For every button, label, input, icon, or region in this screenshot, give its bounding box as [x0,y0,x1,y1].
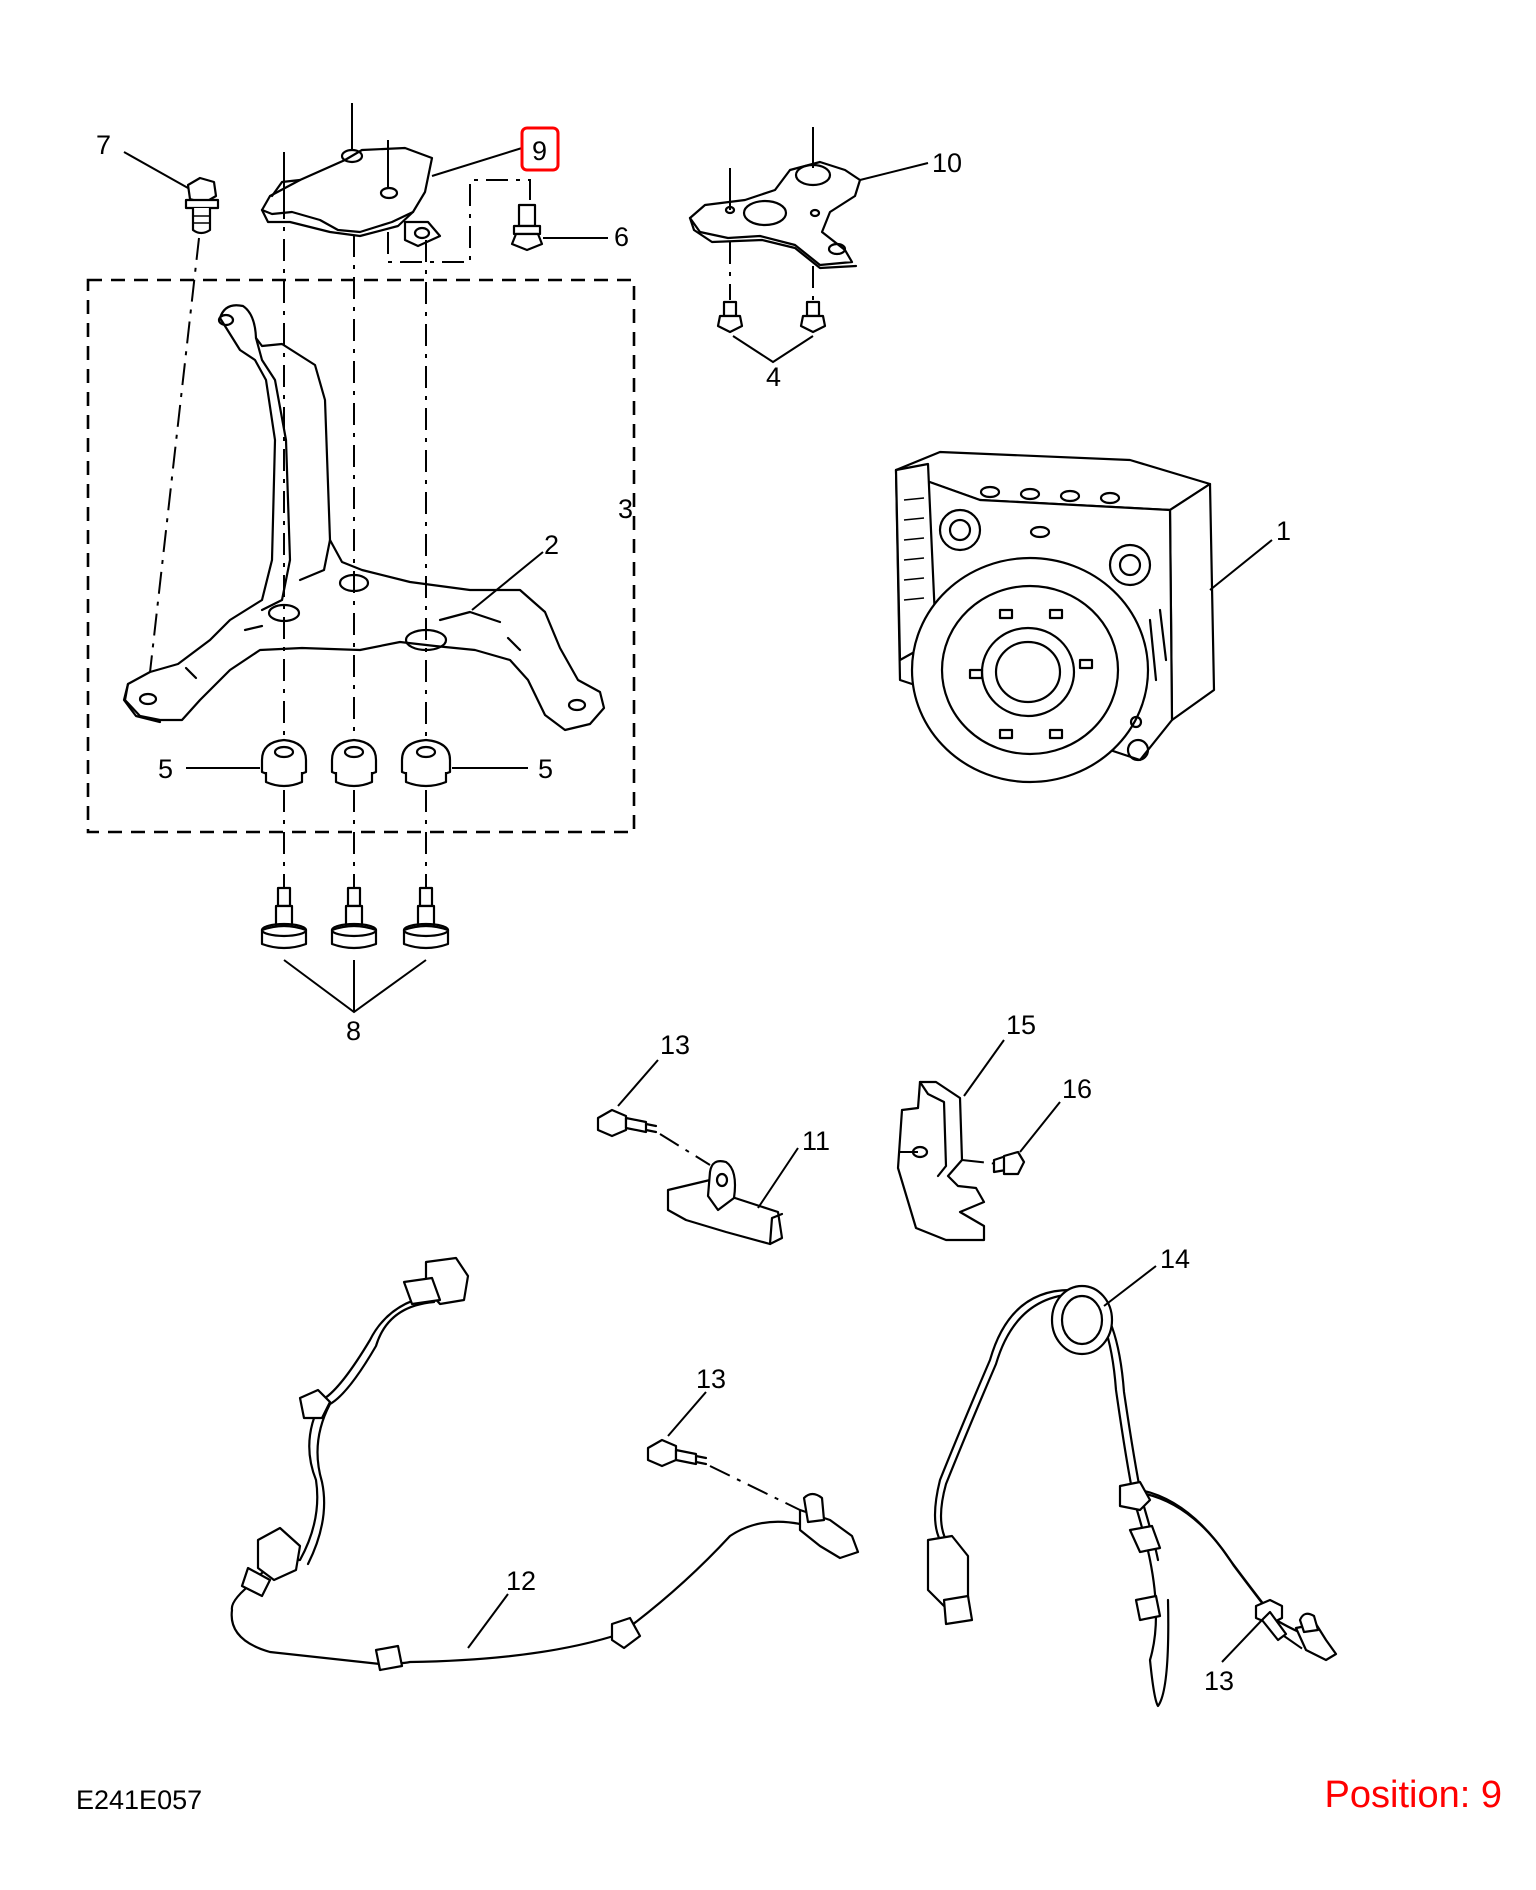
part-6-bolt[interactable] [510,203,544,252]
callout-15[interactable]: 15 [1006,1010,1036,1040]
part-1-abs-module[interactable] [894,450,1216,784]
axis-line-16 [961,1159,999,1165]
callout-12[interactable]: 12 [506,1566,536,1596]
part-2-mounting-bracket[interactable] [122,304,606,732]
part-15-sensor-bracket[interactable] [896,1080,986,1242]
callout-5-right[interactable]: 5 [538,754,553,784]
leader-13-lower [1221,1619,1263,1663]
diagram-reference-code: E241E057 [76,1785,203,1815]
callout-13-middle[interactable]: 13 [696,1364,726,1394]
callout-4[interactable]: 4 [766,362,781,392]
callout-1[interactable]: 1 [1276,516,1291,546]
part-5-grommet-middle[interactable] [330,738,378,788]
leader-11 [757,1147,799,1209]
leader-1 [1209,539,1273,591]
part-8-stud-left[interactable] [260,886,308,950]
part-13-bolt-upper[interactable] [596,1108,658,1138]
part-11-speed-sensor[interactable] [666,1160,784,1246]
callout-5-left[interactable]: 5 [158,754,173,784]
callout-9-highlight [520,126,560,172]
callout-7[interactable]: 7 [96,130,111,160]
axis-line-6 [387,179,531,263]
callout-10[interactable]: 10 [932,148,962,178]
part-4-stud-right[interactable] [799,300,827,334]
callout-3[interactable]: 3 [618,494,633,524]
part-13-bolt-middle[interactable] [646,1438,708,1468]
part-12-sensor-harness[interactable] [230,1256,860,1672]
callout-16[interactable]: 16 [1062,1074,1092,1104]
callout-9[interactable]: 9 [532,136,547,166]
leader-14 [1103,1265,1157,1307]
callout-8[interactable]: 8 [346,1016,361,1046]
axis-line-13-lower [1283,1635,1305,1651]
leader-12 [467,1593,509,1649]
leader-9 [431,147,523,177]
leader-7 [123,151,189,189]
leader-13-upper [617,1059,659,1107]
callout-13-upper[interactable]: 13 [660,1030,690,1060]
leader-16 [1019,1101,1061,1153]
leader-13-middle [667,1391,707,1437]
axis-line-13-upper [659,1133,711,1166]
leader-4 [732,335,814,364]
leader-10 [859,162,929,181]
part-9-bracket[interactable] [260,146,442,248]
assembly-box-3 [86,278,636,834]
part-13-bolt-lower[interactable] [1254,1598,1288,1642]
callout-2[interactable]: 2 [544,530,559,560]
leader-15 [963,1039,1005,1097]
part-4-stud-left[interactable] [716,300,744,334]
part-7-bolt[interactable] [184,176,220,235]
part-14-sensor-harness[interactable] [926,1284,1338,1708]
callout-6[interactable]: 6 [614,222,629,252]
part-5-grommet-right[interactable] [400,738,452,788]
part-10-bracket[interactable] [688,160,862,270]
axis-line-13-middle [709,1465,801,1511]
part-16-bolt[interactable] [992,1150,1026,1176]
callout-11[interactable]: 11 [802,1126,830,1156]
connector-pins [903,497,925,601]
axis-line-7 [147,237,200,691]
callout-13-lower[interactable]: 13 [1204,1666,1234,1696]
position-indicator: Position: 9 [1324,1774,1502,1816]
leader-2 [471,551,544,611]
callout-14[interactable]: 14 [1160,1244,1190,1274]
part-5-grommet-left[interactable] [260,738,308,788]
part-8-stud-right[interactable] [402,886,450,950]
leader-8 [283,959,427,1014]
part-8-stud-middle[interactable] [330,886,378,950]
